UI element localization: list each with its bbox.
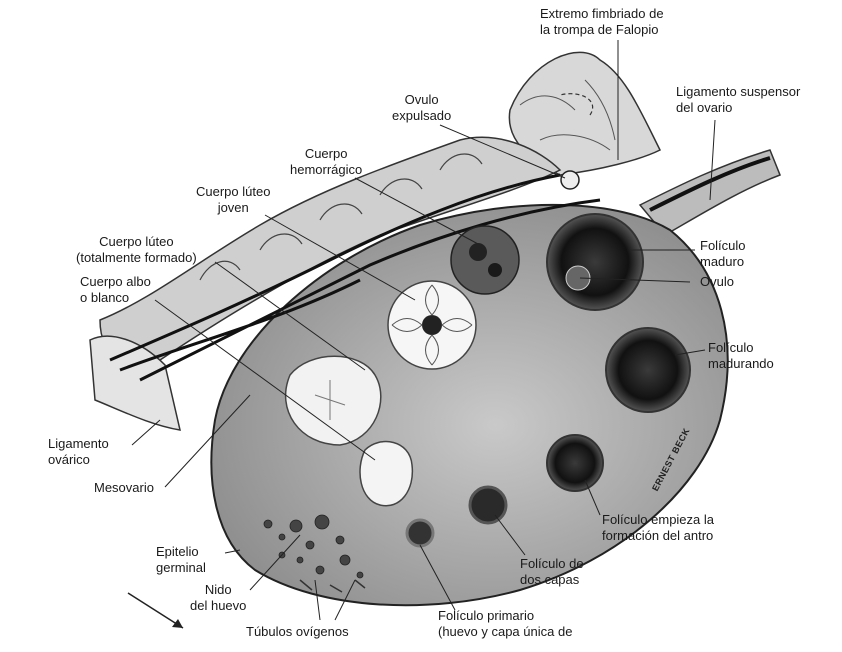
label-primary-follicle: Folículo primario(huevo y capa única de (438, 608, 572, 640)
maturing-follicle (606, 328, 690, 412)
antrum-follicle (547, 435, 603, 491)
corpus-hemorrhagicum (451, 226, 519, 294)
direction-arrow (128, 593, 183, 628)
mature-follicle (547, 214, 643, 310)
label-mature-corpus-luteum: Cuerpo lúteo(totalmente formado) (76, 234, 197, 266)
label-ovigerous-tubules: Túbulos ovígenos (246, 624, 349, 640)
primary-follicle (407, 520, 433, 546)
two-layer-follicle (470, 487, 506, 523)
label-ovum: Ovulo (700, 274, 734, 290)
corpus-albicans-2 (360, 442, 412, 506)
expelled-ovum (561, 171, 579, 189)
corpus-luteum-young (388, 281, 476, 369)
label-mesovarium: Mesovario (94, 480, 154, 496)
